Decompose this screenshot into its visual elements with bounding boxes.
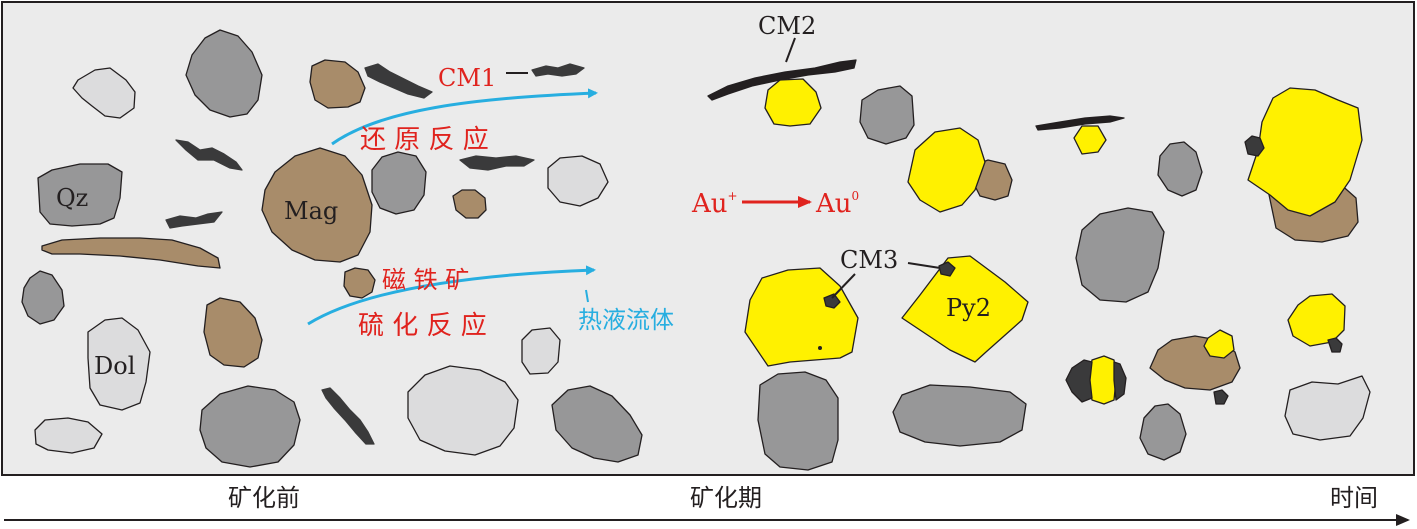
carbonaceous-vein: [1035, 115, 1125, 131]
magnetite-grain: [343, 267, 376, 299]
pyrite-grain: [744, 267, 859, 367]
carbonaceous-flake: [175, 139, 243, 171]
cm3-leader: [831, 273, 856, 299]
carbonaceous-flake: [459, 155, 535, 171]
dolomite-grain: [547, 155, 609, 207]
carbonaceous-speck: [818, 346, 822, 350]
quartz-grain: [1157, 141, 1203, 197]
timeline-pre-mineralization: 矿化前: [228, 484, 300, 512]
quartz-grain: [757, 371, 839, 471]
quartz-grain: [892, 384, 1027, 447]
carbonaceous-grain: [1244, 135, 1265, 157]
label-fluid: 热液流体: [578, 306, 674, 334]
dolomite-grain: [87, 317, 151, 411]
dolomite-grain: [1284, 375, 1371, 441]
pyrite-grain: [1247, 87, 1363, 217]
quartz-grain: [21, 270, 65, 325]
label-reduction: 还 原 反 应: [360, 125, 489, 155]
label-py2: Py2: [946, 294, 991, 322]
carbonaceous-vein: [707, 59, 857, 101]
carbonaceous-flake: [165, 211, 223, 229]
label-au-zero: Au0: [815, 189, 859, 219]
fluid-arrow-upper: [331, 88, 598, 146]
label-sulfidation: 硫 化 反 应: [358, 311, 487, 341]
label-cm2: CM2: [758, 12, 816, 40]
pyrite-grain: [1287, 293, 1346, 347]
pyrite-grain: [907, 127, 986, 213]
quartz-grain: [199, 385, 301, 468]
label-magnetite: 磁 铁 矿: [382, 266, 469, 294]
cm2-leader: [785, 37, 796, 63]
magnetite-grain: [309, 59, 366, 109]
dolomite-grain: [521, 327, 561, 375]
cm3-leader: [907, 262, 941, 269]
magnetite-grain: [41, 237, 221, 269]
quartz-grain: [371, 151, 427, 215]
dolomite-grain: [407, 365, 519, 456]
magnetite-grain: [452, 189, 487, 219]
carbonaceous-grain: [1113, 361, 1127, 401]
quartz-grain: [185, 29, 263, 118]
carbonaceous-grain: [1065, 359, 1093, 403]
label-au-plus: Au+: [691, 189, 738, 219]
dolomite-grain: [72, 67, 136, 119]
carbonaceous-flake: [364, 63, 433, 99]
magnetite-grain: [261, 147, 373, 263]
label-cm3: CM3: [840, 246, 898, 274]
dolomite-grain: [34, 417, 103, 454]
carbonaceous-grain: [1213, 389, 1229, 405]
pyrite-grain: [901, 255, 1029, 363]
quartz-grain: [1075, 207, 1165, 303]
quartz-grain: [1139, 403, 1187, 461]
timeline-axis-label: 时间: [1330, 484, 1378, 512]
fluid-leader: [585, 289, 589, 303]
magnetite-grain: [203, 297, 263, 368]
carbonaceous-grain: [938, 261, 956, 277]
carbonaceous-flake: [321, 387, 375, 445]
carbonaceous-grain: [823, 293, 841, 309]
label-dol: Dol: [94, 352, 135, 380]
pyrite-grain: [764, 78, 822, 127]
quartz-grain: [859, 85, 915, 145]
carbonaceous-flake: [531, 63, 585, 77]
quartz-grain: [551, 385, 643, 463]
label-mag: Mag: [284, 197, 338, 225]
label-qz: Qz: [56, 184, 88, 212]
carbonaceous-grain: [1327, 337, 1343, 353]
label-cm1: CM1: [438, 64, 496, 92]
pyrite-grain: [1073, 125, 1107, 155]
quartz-grain: [37, 163, 123, 227]
timeline-mineralization: 矿化期: [690, 484, 762, 512]
pyrite-grain: [1203, 329, 1235, 359]
fluid-arrow-lower: [307, 265, 596, 326]
